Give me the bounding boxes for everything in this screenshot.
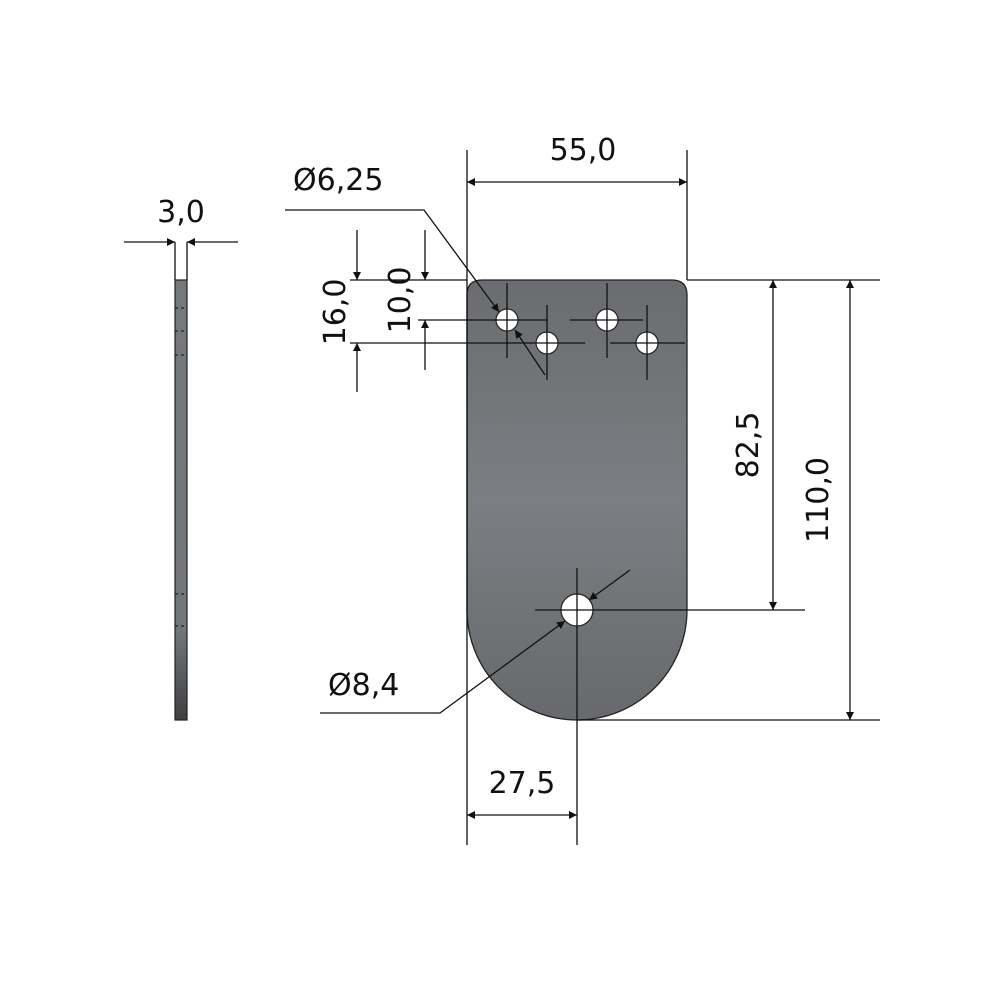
thickness-label: 3,0 xyxy=(157,195,205,230)
hole-row2-offset-label: 16,0 xyxy=(318,279,353,346)
front-view: 55,0 Ø6,25 16,0 10,0 82,5 110,0 Ø8,4 27,… xyxy=(285,133,880,845)
large-hole-diameter-label: Ø8,4 xyxy=(328,668,399,703)
width-label: 55,0 xyxy=(550,133,617,168)
hole-row1-offset-label: 10,0 xyxy=(383,267,418,334)
total-length-label: 110,0 xyxy=(801,457,836,543)
side-view: 3,0 xyxy=(124,195,238,721)
small-hole-diameter-label: Ø6,25 xyxy=(293,163,383,198)
center-lines xyxy=(418,283,805,845)
large-hole-position-label: 82,5 xyxy=(731,412,766,479)
plate-side-profile xyxy=(174,279,188,721)
hidden-hole-lines xyxy=(175,307,187,627)
small-hole-leader xyxy=(285,209,500,313)
large-hole-leader xyxy=(320,620,566,714)
large-hole-center-label: 27,5 xyxy=(489,766,556,801)
